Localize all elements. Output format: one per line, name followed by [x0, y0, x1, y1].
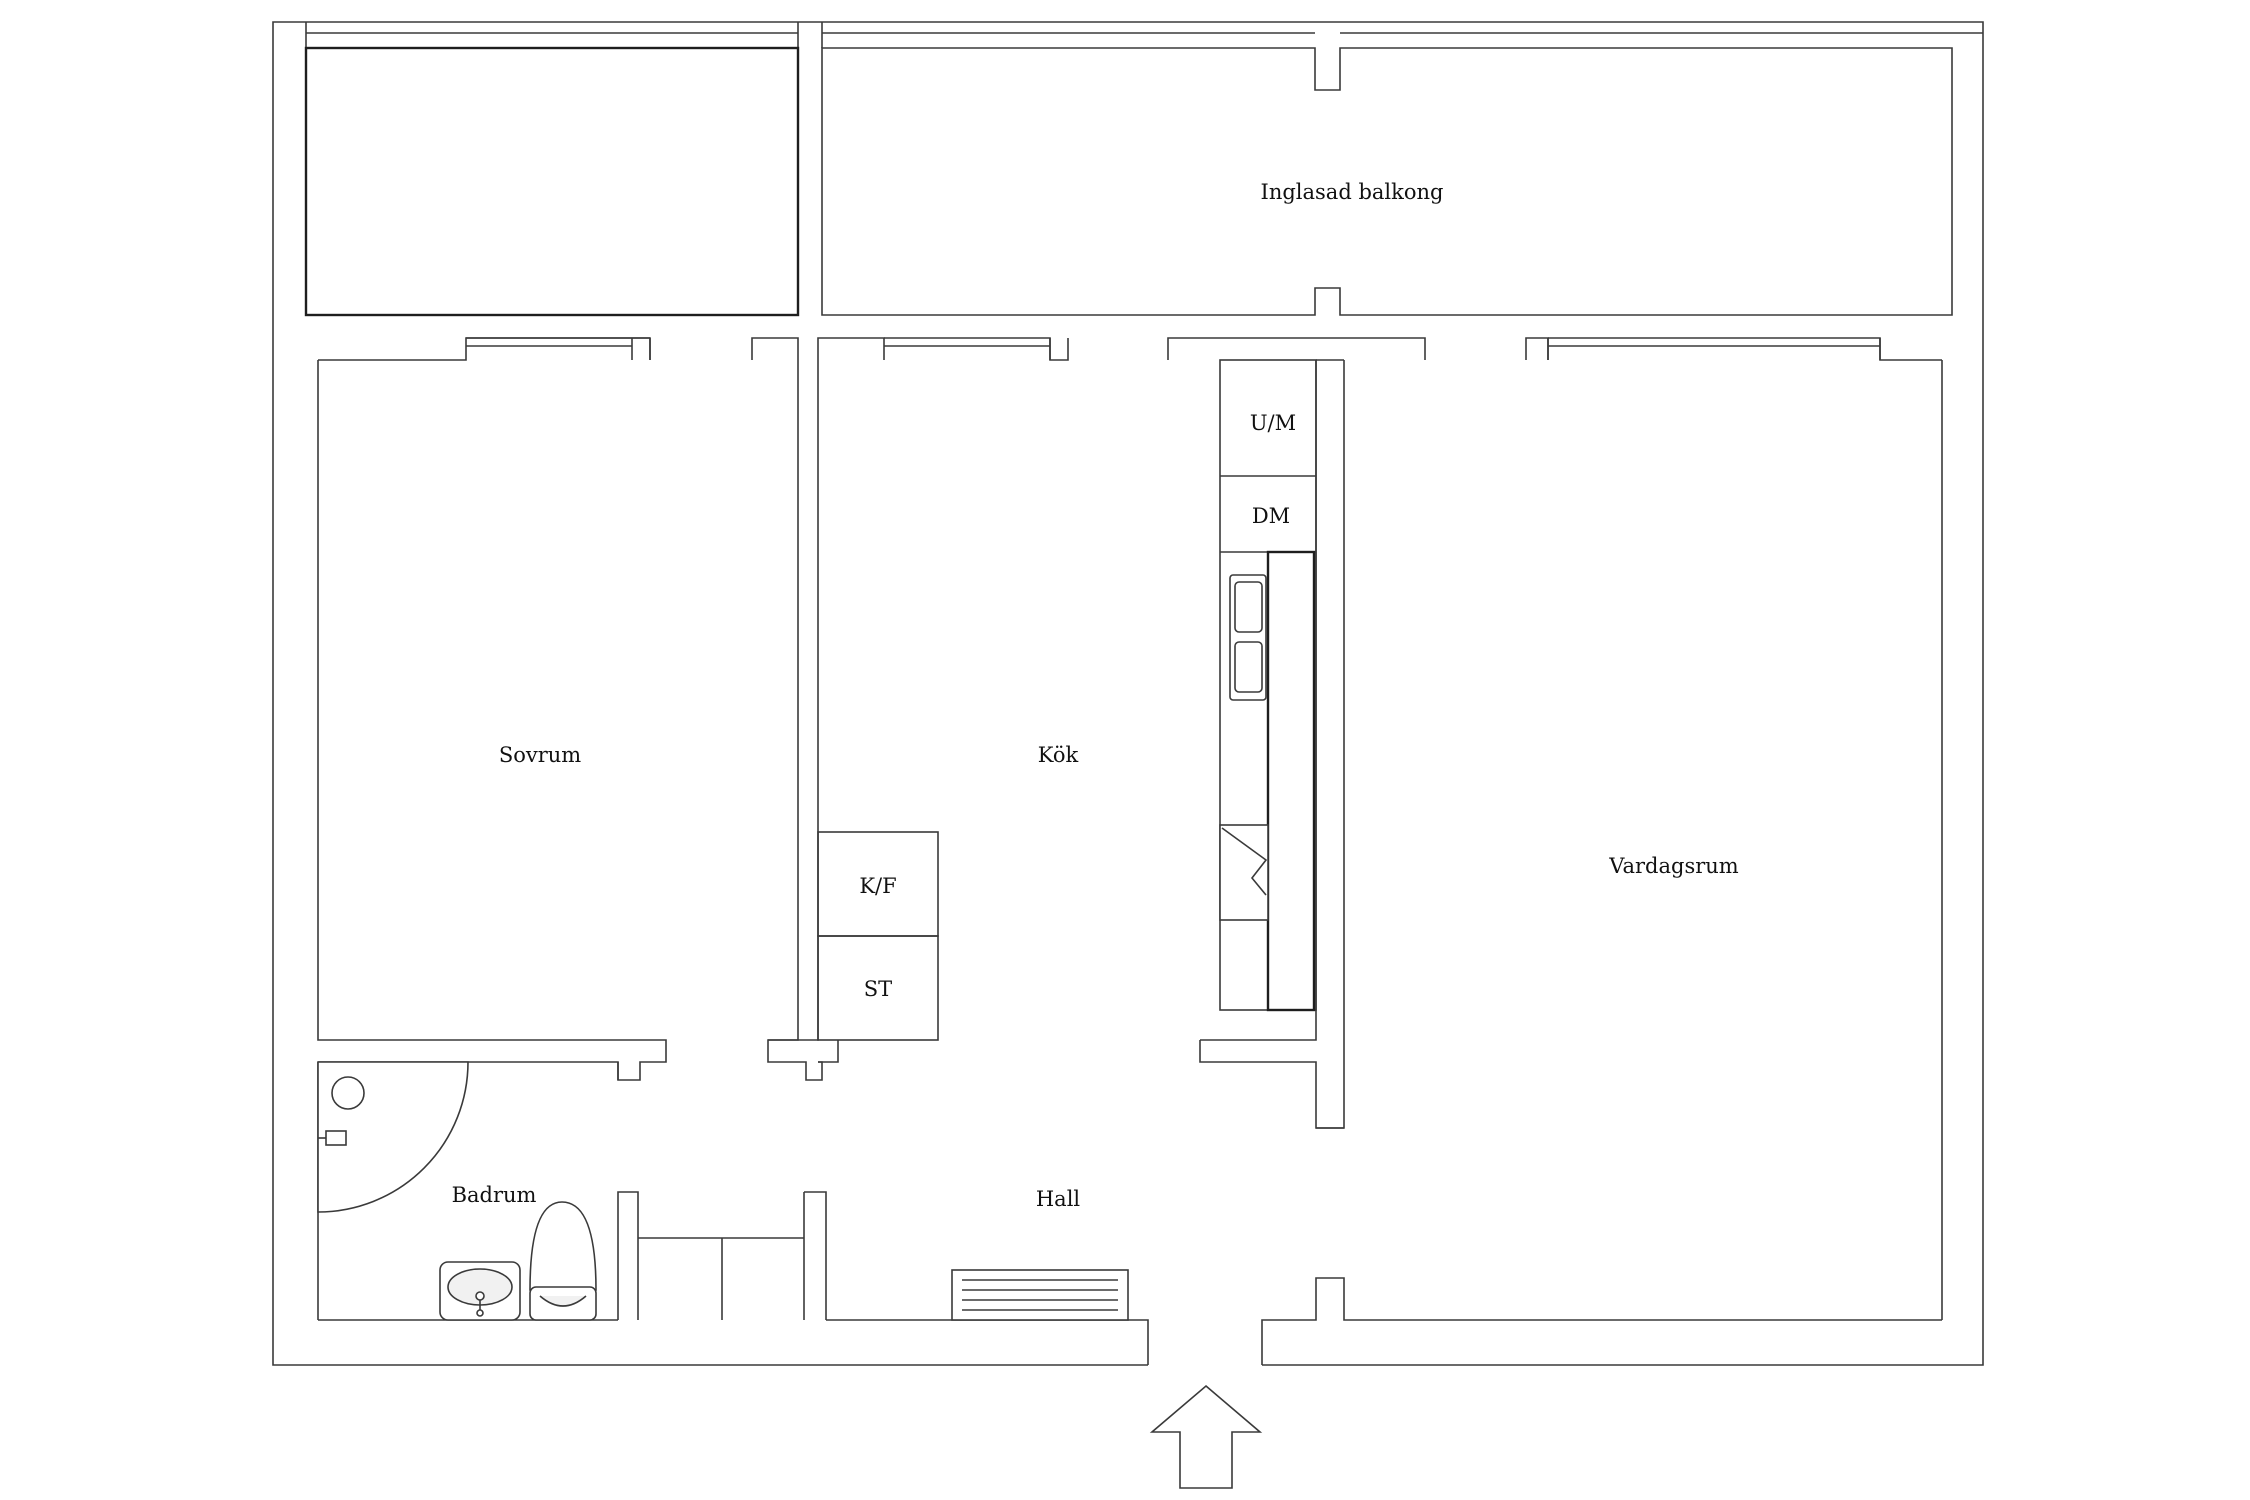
room-label-bathroom: Badrum [452, 1183, 537, 1207]
balcony-left-box [304, 46, 800, 317]
kitchen-counter [1219, 359, 1317, 1012]
appliance-label-washer: U/M [1250, 411, 1296, 435]
shower-drain-icon [331, 1076, 365, 1110]
countertop [1266, 550, 1316, 1012]
sink-icon [1229, 574, 1267, 701]
outer-walls [272, 21, 1984, 1366]
room-label-bedroom: Sovrum [499, 743, 581, 767]
shower-tap-icon [325, 1130, 347, 1146]
room-label-balcony: Inglasad balkong [1261, 180, 1444, 204]
washbasin-icon [439, 1261, 521, 1321]
toilet-icon [529, 1201, 597, 1321]
hob-icon [1219, 824, 1269, 921]
bathroom-walls [317, 1061, 639, 1321]
bedroom-walls [317, 360, 823, 1081]
kitchen-appliances [817, 831, 939, 1041]
room-label-living-room: Vardagsrum [1608, 854, 1739, 878]
appliance-label-stove: ST [864, 977, 892, 1001]
entrance-arrow-icon [1149, 1384, 1263, 1489]
room-label-kitchen: Kök [1038, 743, 1079, 767]
room-label-hall: Hall [1036, 1187, 1081, 1211]
stove-box [817, 935, 939, 1041]
appliance-label-dishwasher: DM [1252, 504, 1290, 528]
appliance-label-fridge-freezer: K/F [859, 874, 896, 898]
window [466, 337, 1881, 360]
radiator-icon [951, 1269, 1129, 1321]
balcony-zone [304, 22, 1983, 361]
wardrobe [638, 1191, 827, 1320]
